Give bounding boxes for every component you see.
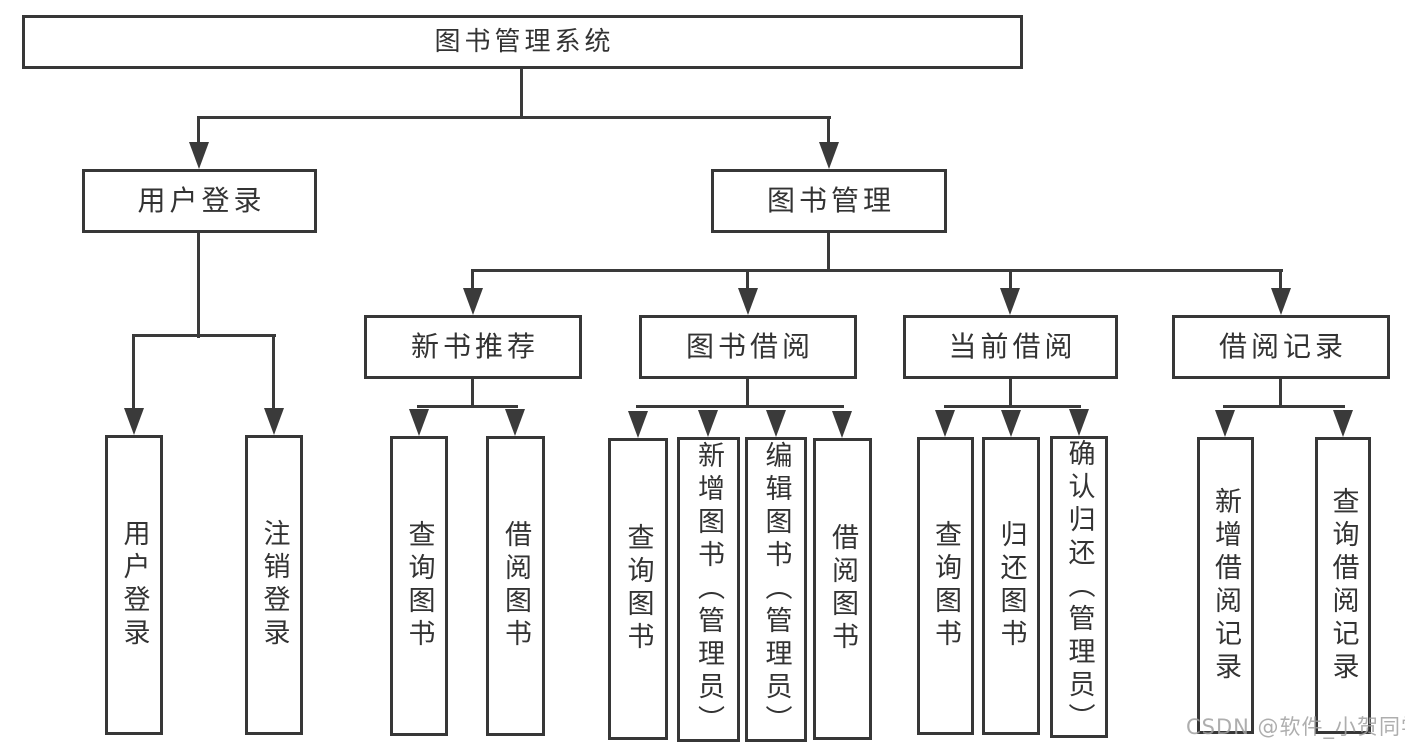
node-library-management-system: 图书管理系统 [22,15,1023,69]
arrow-down-icon [463,288,483,315]
node-label: 查询图书 [930,520,961,652]
node-label: 图书管理系统 [434,27,615,57]
leaf-add-books-admin: 新增图书（管理员） [677,437,740,742]
leaf-query-books-current: 查询图书 [917,437,974,735]
connector-line [1279,269,1282,293]
leaf-edit-books-admin: 编辑图书（管理员） [745,437,807,742]
arrow-down-icon [766,410,786,437]
node-label: 编辑图书（管理员） [760,441,792,738]
node-label: 借阅图书 [500,520,531,652]
arrow-down-icon [935,410,955,437]
leaf-confirm-return-admin: 确认归还（管理员） [1050,436,1108,738]
node-label: 图书借阅 [685,330,814,363]
arrow-down-icon [1215,410,1235,437]
arrow-down-icon [819,142,839,169]
leaf-borrow-books-recommend: 借阅图书 [486,436,545,736]
connector-line [417,405,518,408]
watermark: CSDN @软件_小贺同学 [1186,715,1405,739]
node-label: 查询图书 [403,520,435,652]
connector-line [1279,378,1282,408]
node-label: 归还图书 [995,520,1027,652]
connector-line [197,116,200,148]
leaf-borrow-books: 借阅图书 [813,438,872,740]
arrow-down-icon [738,288,758,315]
arrow-down-icon [264,408,284,435]
connector-line [944,405,1081,408]
node-label: 图书管理 [766,184,895,217]
node-label: 用户登录 [118,519,150,651]
leaf-query-books-recommend: 查询图书 [390,436,448,736]
arrow-down-icon [1069,409,1089,436]
connector-line [132,334,135,412]
arrow-down-icon [1271,288,1291,315]
node-label: 新增图书（管理员） [693,441,724,738]
node-label: 新增借阅记录 [1210,486,1241,685]
leaf-add-borrow-record: 新增借阅记录 [1197,437,1254,734]
connector-line [1223,405,1345,408]
arrow-down-icon [409,409,429,436]
node-label: 借阅图书 [827,523,858,655]
node-label: 借阅记录 [1218,330,1347,363]
leaf-user-login: 用户登录 [105,435,163,735]
node-user-login: 用户登录 [82,169,317,233]
node-current-borrowing: 当前借阅 [903,315,1118,379]
node-label: 用户登录 [137,184,266,217]
connector-line [132,334,276,337]
arrow-down-icon [1333,410,1353,437]
connector-line [827,232,830,272]
arrow-down-icon [124,408,144,435]
arrow-down-icon [698,410,718,437]
node-label: 当前借阅 [948,330,1077,363]
connector-line [1009,378,1012,408]
node-borrow-records: 借阅记录 [1172,315,1390,379]
connector-line [636,405,844,408]
node-label: 查询借阅记录 [1327,486,1359,685]
connector-line [471,269,474,293]
node-label: 确认归还（管理员） [1063,438,1095,736]
connector-line [520,68,523,119]
connector-line [827,116,830,148]
arrow-down-icon [628,411,648,438]
arrow-down-icon [505,409,525,436]
node-book-borrowing: 图书借阅 [639,315,857,379]
node-label: 查询图书 [622,523,654,655]
connector-line [197,116,831,119]
connector-line [471,269,1283,272]
connector-line [272,334,275,412]
arrow-down-icon [1000,288,1020,315]
connector-line [746,269,749,293]
leaf-query-borrow-record: 查询借阅记录 [1315,437,1371,734]
arrow-down-icon [832,411,852,438]
arrow-down-icon [189,142,209,169]
leaf-return-books: 归还图书 [982,437,1040,735]
connector-line [746,378,749,408]
connector-line [197,232,200,338]
node-label: 新书推荐 [410,330,539,363]
leaf-query-books-borrowing: 查询图书 [608,438,668,740]
leaf-logout: 注销登录 [245,435,303,735]
connector-line [1009,269,1012,293]
node-new-book-recommend: 新书推荐 [364,315,582,379]
node-book-management: 图书管理 [711,169,947,233]
node-label: 注销登录 [258,519,290,651]
arrow-down-icon [1001,410,1021,437]
connector-line [471,378,474,408]
